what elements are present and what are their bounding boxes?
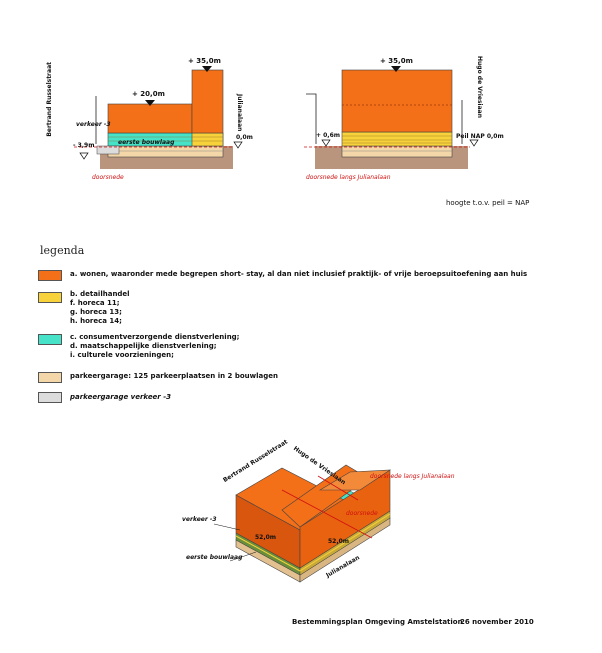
level-label: 0,0m [236, 134, 253, 141]
footer-date: 26 november 2010 [460, 618, 534, 626]
parking-layer [341, 145, 453, 158]
isometric-diagram [213, 464, 392, 583]
legend-title: legenda [40, 244, 85, 257]
section-diagram-1 [74, 66, 243, 169]
footer-title: Bestemmingsplan Omgeving Amstelstation [292, 618, 463, 626]
height-marker [391, 66, 401, 72]
height-marker [145, 100, 155, 106]
street-label: Julianalaan [236, 94, 243, 132]
legend-swatch-tan [38, 372, 62, 383]
level-label: + 0,6m [316, 132, 340, 139]
legend-item: a. wonen, waaronder mede begrepen short-… [70, 270, 528, 278]
housing-high [191, 69, 224, 134]
traffic-label: verkeer -3 [76, 121, 111, 128]
traffic-layer [96, 145, 120, 155]
height-note: hoogte t.o.v. peil = NAP [446, 199, 530, 207]
height-label: 52,0m [328, 538, 350, 545]
legend-item: parkeergarage: 125 parkeerplaatsen in 2 … [70, 372, 278, 380]
housing-low [107, 103, 193, 134]
height-label: + 35,0m [188, 57, 221, 65]
level-label: - 3,9m [73, 142, 95, 149]
retail-layer [341, 131, 453, 147]
level-label: Peil NAP 0,0m [456, 133, 504, 140]
legend-item: parkeergarage verkeer -3 [70, 393, 171, 401]
legend-swatch-yellow [38, 292, 62, 303]
layer-label: eerste bouwlaag [118, 139, 175, 146]
legend-item: b. detailhandel f. horeca 11; g. horeca … [70, 290, 130, 325]
street-label: Hugo de Vriesiaan [476, 56, 483, 118]
height-label: 52,0m [255, 534, 277, 541]
height-label: + 20,0m [132, 90, 165, 98]
legend-swatch-grey [38, 392, 62, 403]
section-label: doorsnede langs Julianalaan [370, 473, 455, 480]
section-label: doorsnede [346, 510, 378, 517]
height-marker [202, 66, 212, 72]
housing-block [341, 69, 453, 133]
section-caption: doorsnede langs Julianalaan [306, 174, 391, 181]
legend-item: c. consumentverzorgende dienstverlening;… [70, 333, 240, 359]
section-caption: doorsnede [92, 174, 124, 181]
legend-swatch-orange [38, 270, 62, 281]
section-diagram-2 [304, 66, 479, 169]
traffic-label: verkeer -3 [182, 516, 217, 523]
layer-label: eerste bouwlaag [186, 554, 243, 561]
height-label: + 35,0m [380, 57, 413, 65]
legend-swatch-cyan [38, 334, 62, 345]
